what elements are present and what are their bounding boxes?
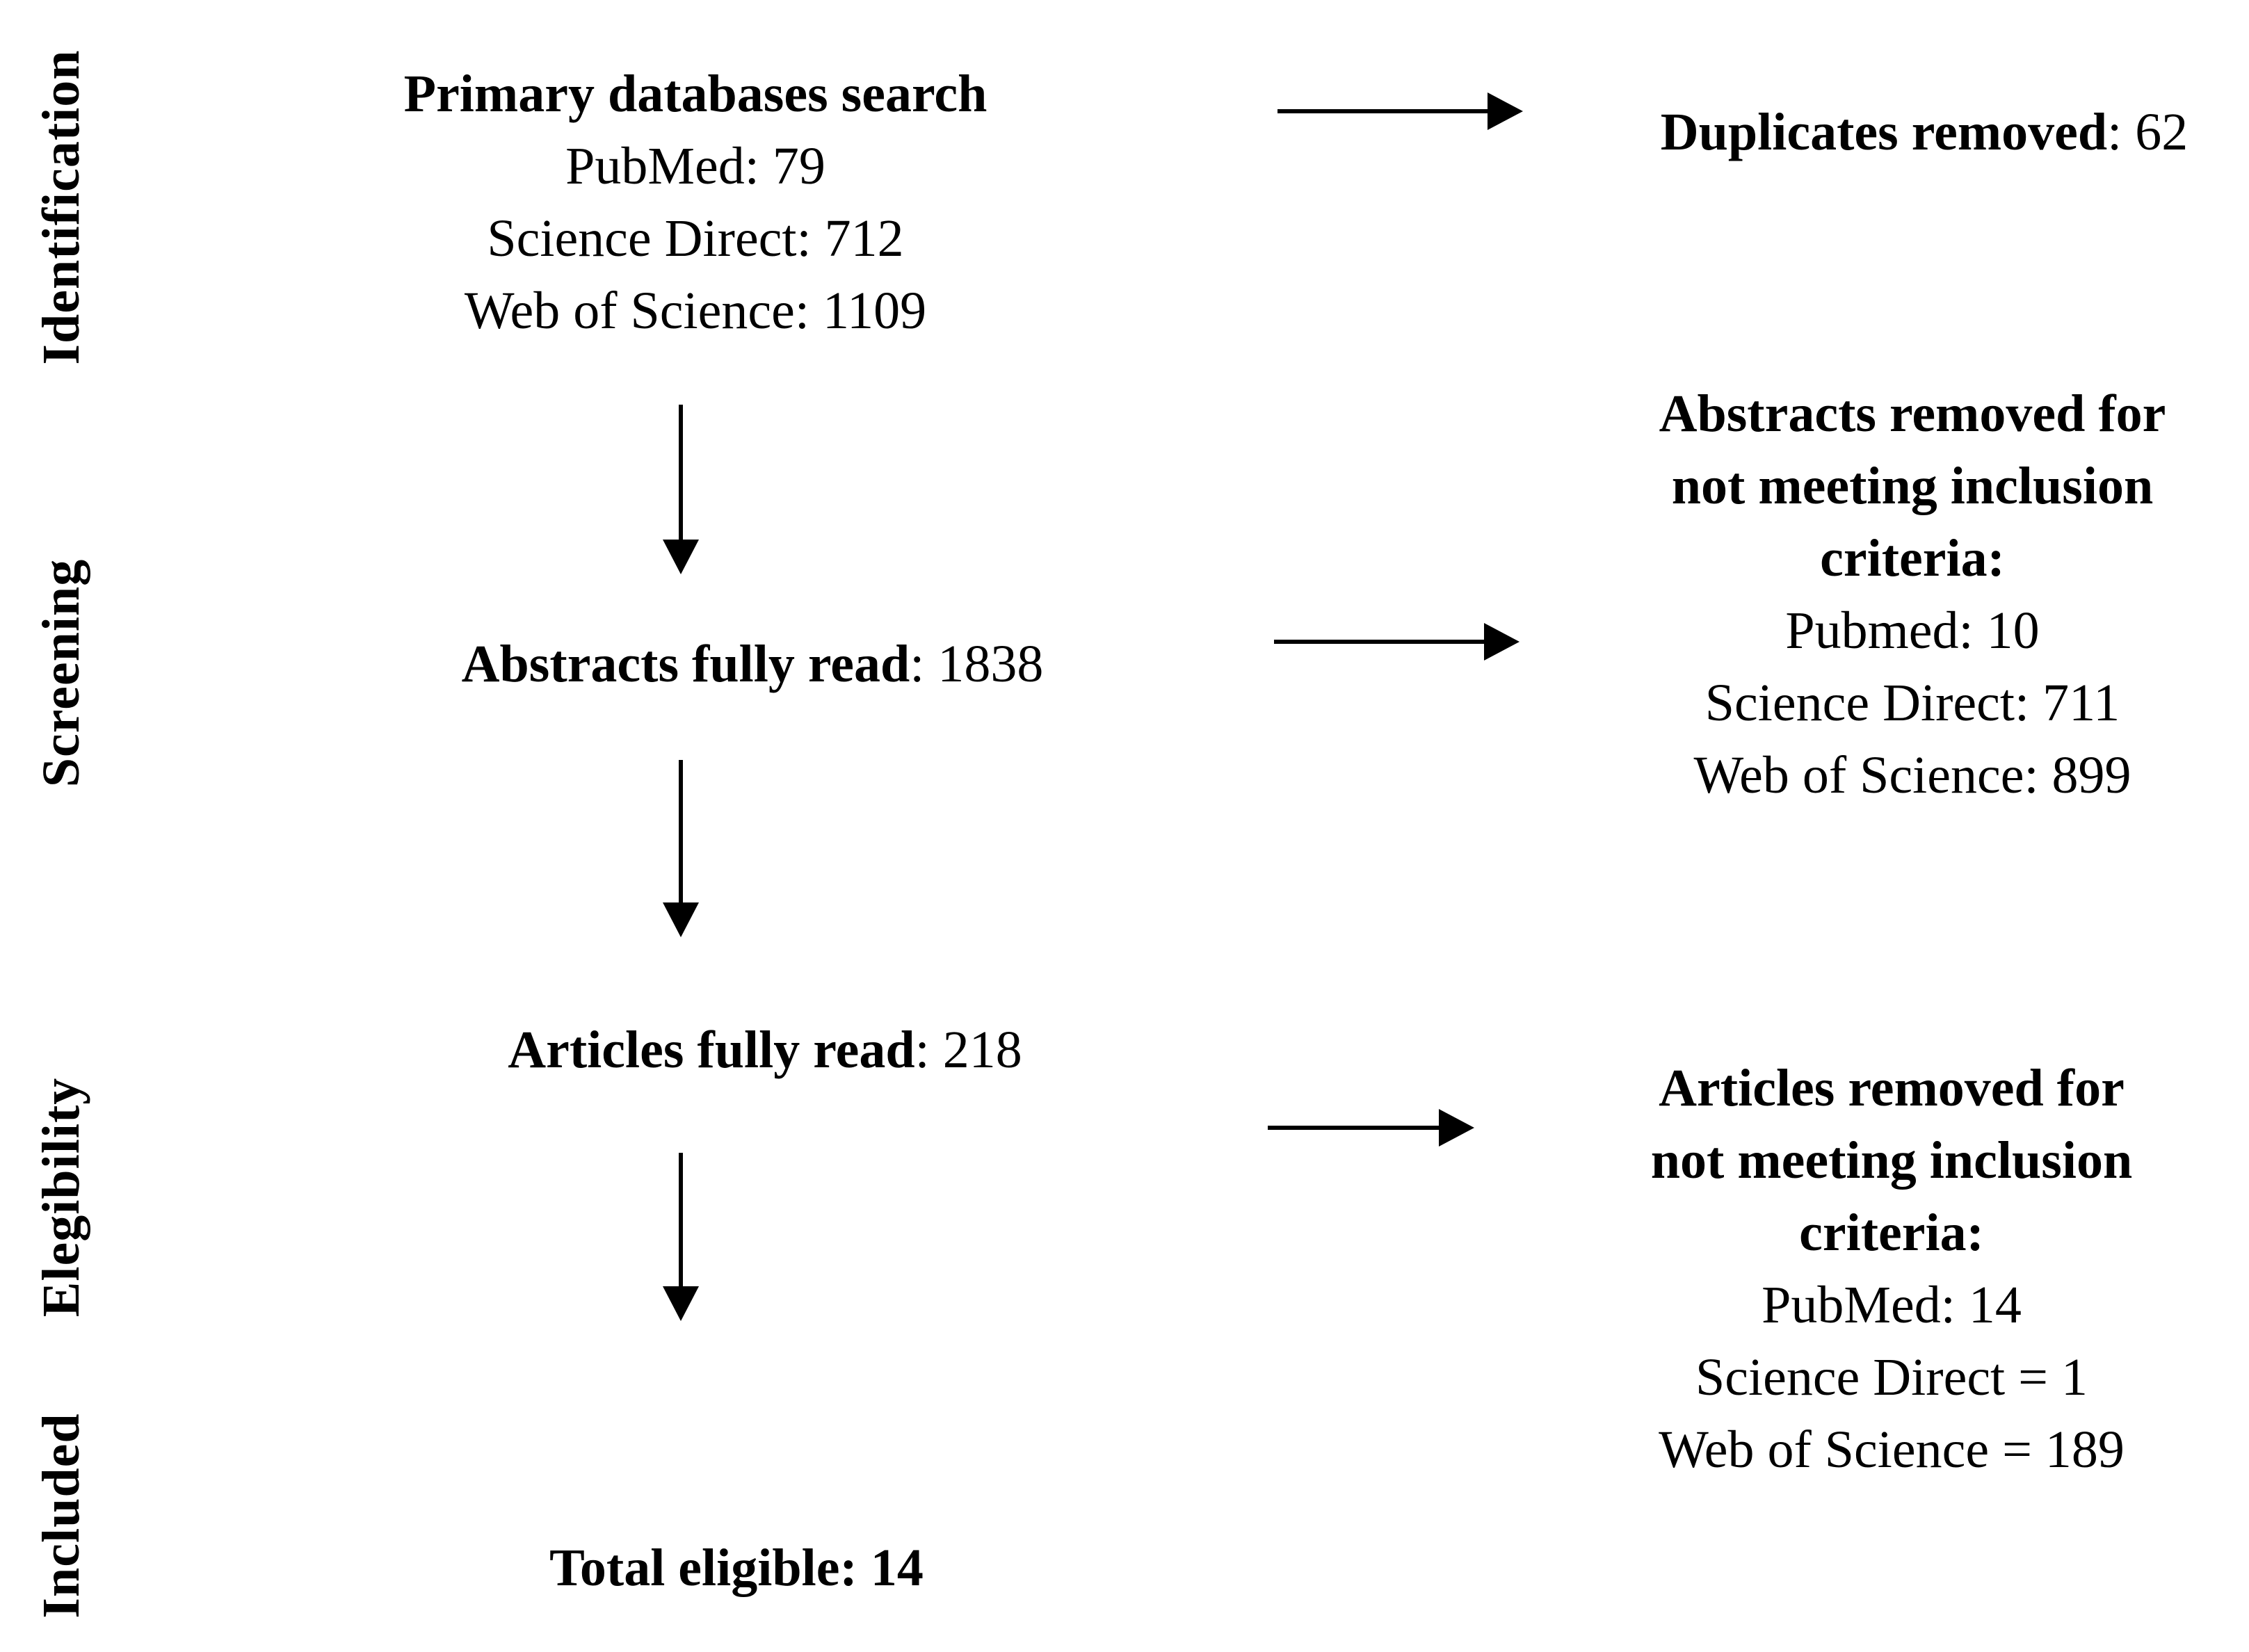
node-articles-removed: Articles removed for not meeting inclusi… — [1558, 1052, 2225, 1486]
arrow-down-to-abstracts-fully-read — [663, 405, 699, 574]
node-value: : 218 — [914, 1021, 1022, 1079]
stage-label-included: Included — [32, 1413, 90, 1619]
stage-label-identification: Identification — [32, 49, 90, 365]
node-articles-fully-read: Articles fully read: 218 — [348, 1014, 1182, 1086]
node-title: Articles removed for — [1659, 1059, 2125, 1117]
node-title: Abstracts removed for — [1659, 384, 2166, 443]
node-primary-databases-search: Primary databases search PubMed: 79 Scie… — [278, 58, 1113, 347]
stage-label-screening: Screening — [32, 558, 90, 788]
arrow-down-to-articles-fully-read — [663, 760, 699, 937]
node-abstracts-removed: Abstracts removed for not meeting inclus… — [1579, 378, 2246, 811]
node-total-eligible: Total eligible: 14 — [319, 1532, 1154, 1604]
node-line: PubMed: 79 — [565, 137, 825, 195]
node-line: Articles fully read: 218 — [348, 1014, 1182, 1086]
arrow-right-to-articles-removed — [1268, 1109, 1474, 1147]
arrow-right-to-abstracts-removed — [1274, 623, 1520, 661]
node-title: criteria: — [1799, 1204, 1984, 1262]
node-line: Science Direct: 712 — [487, 209, 904, 268]
arrow-down-to-total-eligible — [663, 1153, 699, 1321]
node-value: : 62 — [2107, 103, 2188, 161]
node-line: Duplicates removed: 62 — [1599, 96, 2249, 168]
node-label: Articles fully read — [508, 1021, 915, 1079]
node-title: criteria: — [1820, 529, 2005, 588]
node-title: not meeting inclusion — [1650, 1131, 2133, 1190]
node-label: Duplicates removed — [1660, 103, 2108, 161]
node-label: Abstracts fully read — [461, 635, 910, 693]
node-abstracts-fully-read: Abstracts fully read: 1838 — [335, 628, 1170, 700]
node-line: Abstracts fully read: 1838 — [335, 628, 1170, 700]
node-line: Total eligible: 14 — [549, 1539, 924, 1597]
node-line: Science Direct: 711 — [1704, 674, 2120, 732]
node-line: Web of Science: 899 — [1693, 746, 2131, 804]
node-value: : 1838 — [910, 635, 1044, 693]
stage-label-elegibility: Elegibility — [32, 1077, 90, 1318]
node-line: PubMed: 14 — [1762, 1276, 2022, 1334]
node-title: Primary databases search — [403, 65, 988, 123]
node-duplicates-removed: Duplicates removed: 62 — [1599, 96, 2249, 168]
node-line: Science Direct = 1 — [1695, 1348, 2088, 1407]
node-line: Pubmed: 10 — [1785, 601, 2040, 660]
arrow-right-to-duplicates-removed — [1277, 92, 1523, 130]
node-title: not meeting inclusion — [1671, 457, 2154, 515]
node-line: Web of Science = 189 — [1659, 1420, 2125, 1479]
node-line: Web of Science: 1109 — [464, 282, 927, 340]
